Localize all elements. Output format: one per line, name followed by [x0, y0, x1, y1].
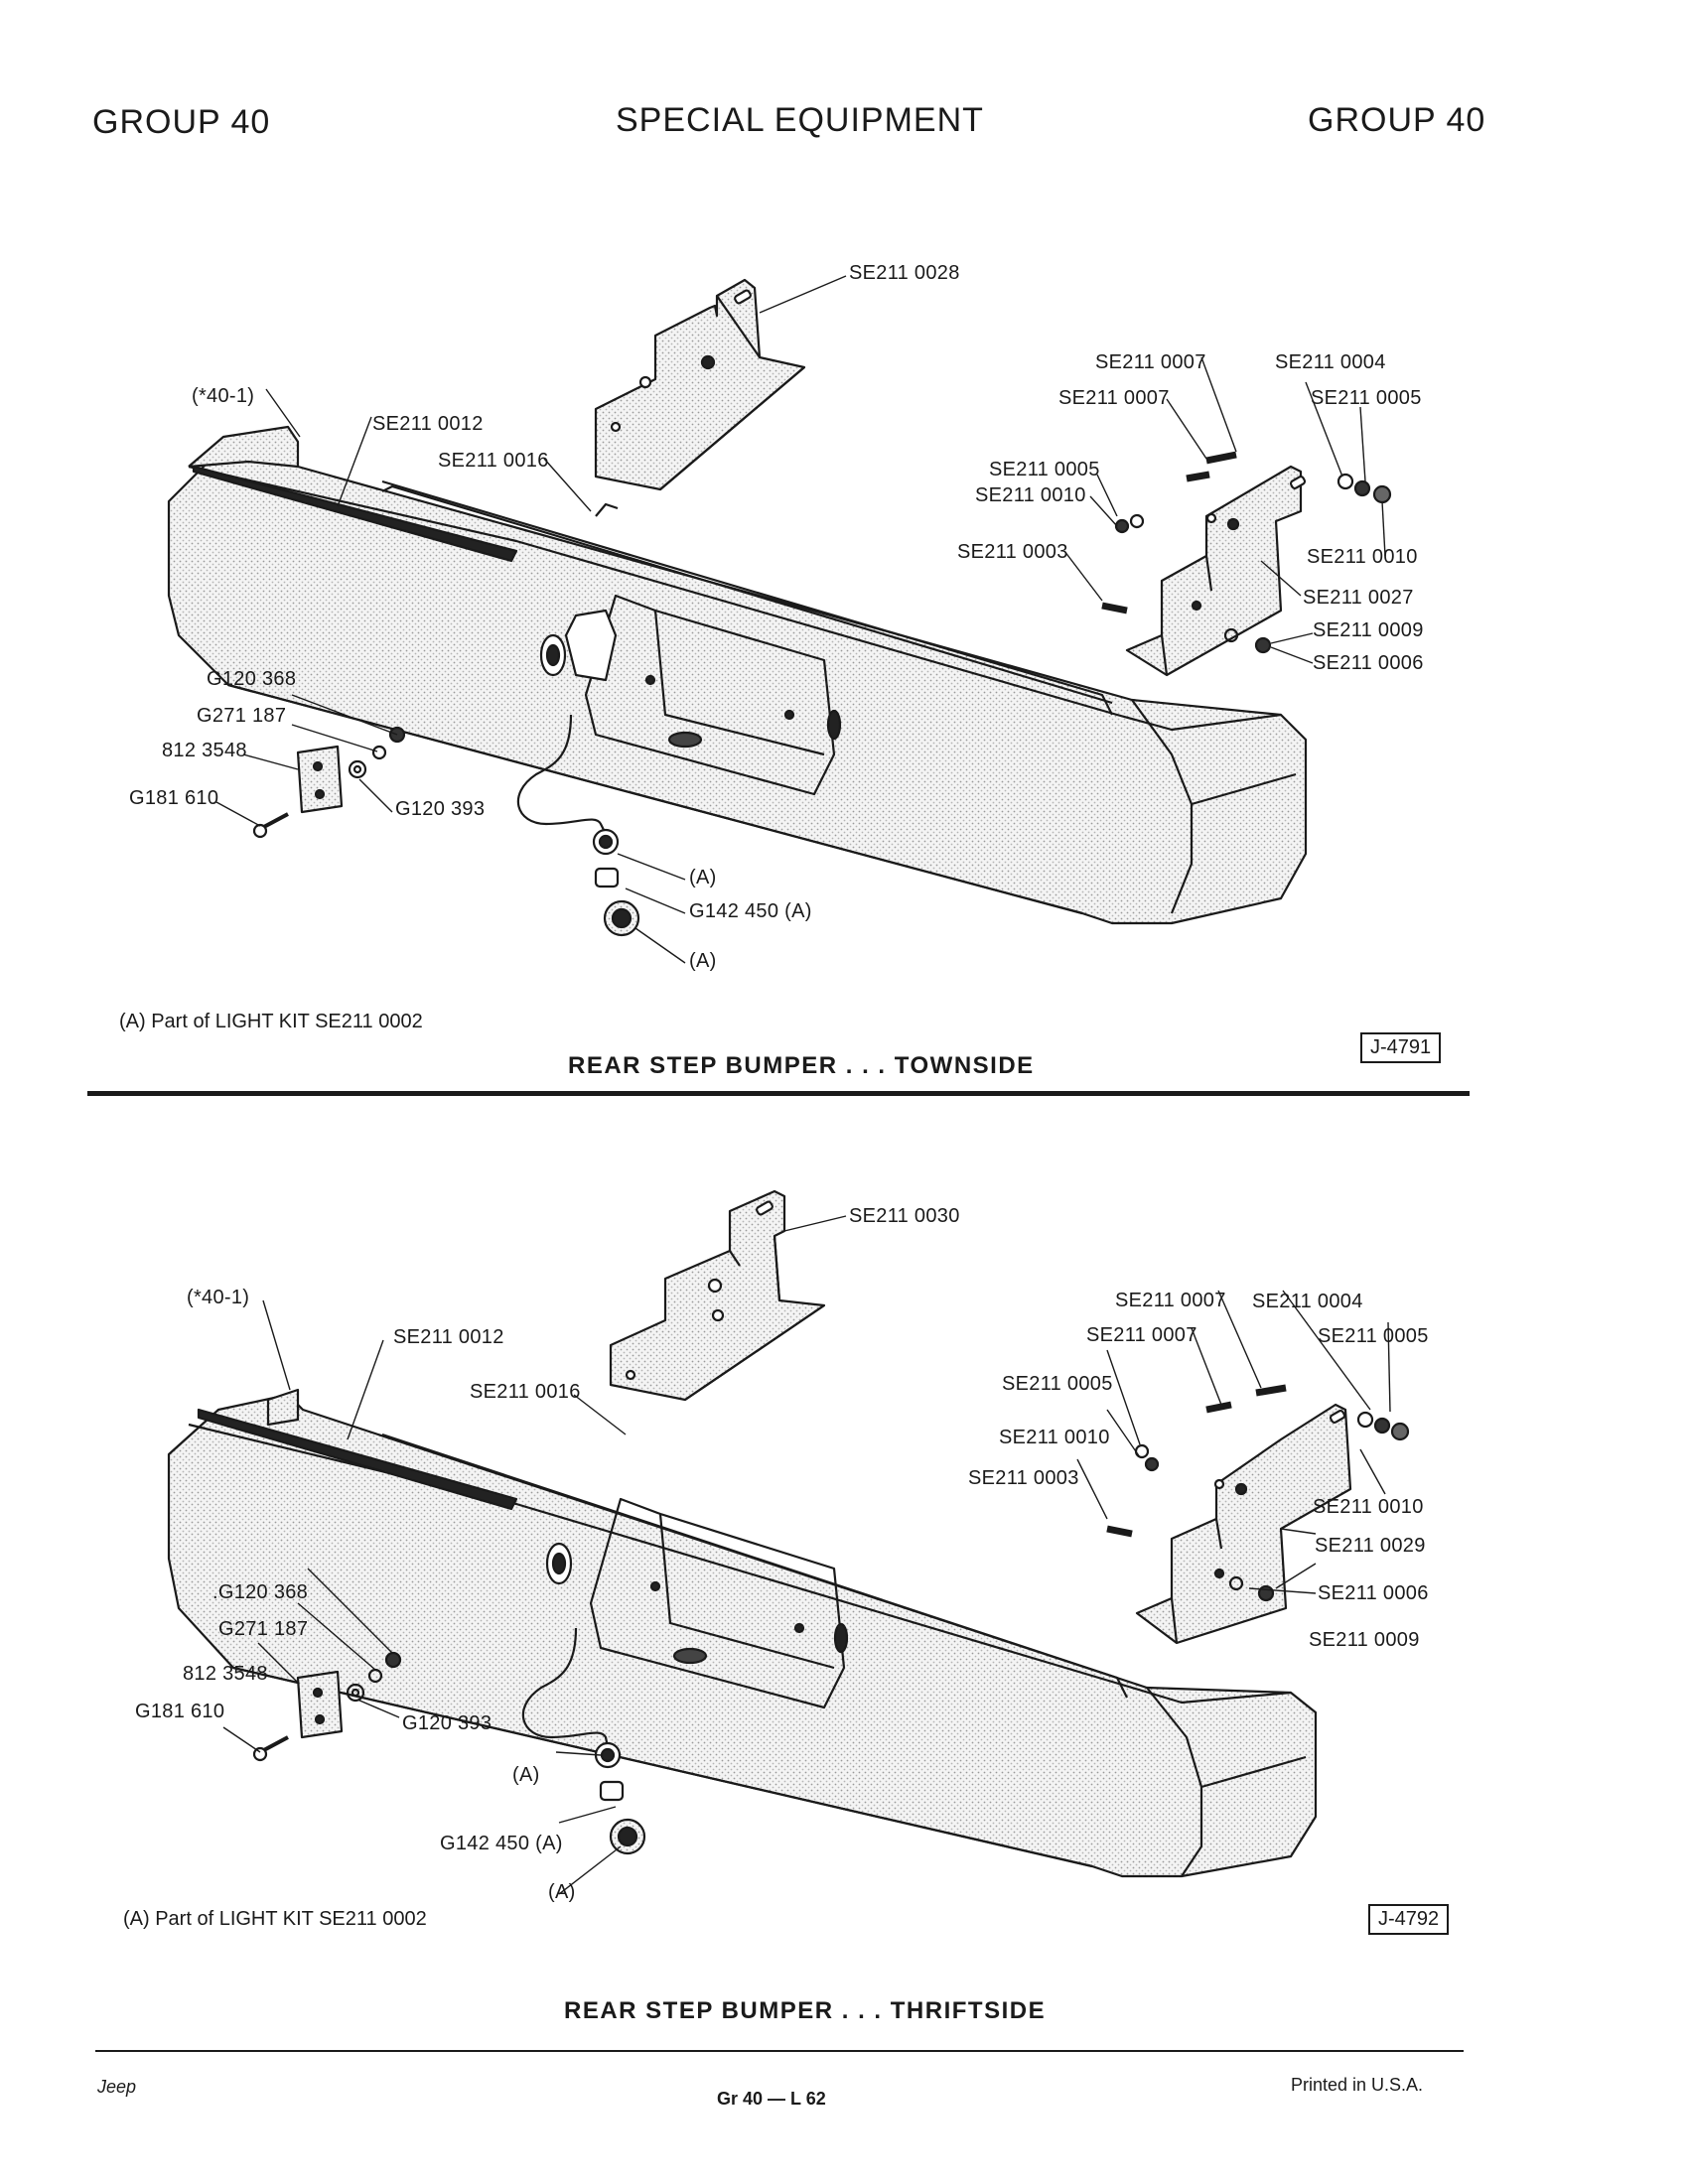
callout-se211-0016: SE211 0016	[470, 1381, 581, 1403]
callout-se211-0028: SE211 0028	[849, 262, 960, 284]
figure-ref-badge: J-4791	[1360, 1032, 1442, 1063]
callout-se211-0005-a: SE211 0005	[1318, 1325, 1429, 1347]
footer-divider	[95, 2050, 1464, 2052]
callout-se211-0007-b: SE211 0007	[1086, 1324, 1197, 1346]
footer-page-number: Gr 40 — L 62	[717, 2089, 826, 2109]
callout-a-2: (A)	[548, 1881, 576, 1903]
callout-se211-0006: SE211 0006	[1313, 652, 1424, 674]
callout-se211-0012: SE211 0012	[372, 413, 484, 435]
callout-se211-0007-b: SE211 0007	[1058, 387, 1170, 409]
callout-se211-0009: SE211 0009	[1309, 1629, 1420, 1651]
callout-se211-0012: SE211 0012	[393, 1326, 504, 1348]
header-group-left: GROUP 40	[92, 103, 271, 141]
callout-g120-393: G120 393	[395, 798, 486, 820]
figure-caption: REAR STEP BUMPER . . . THRIFTSIDE	[564, 1997, 1047, 2024]
callout-se211-0007-a: SE211 0007	[1095, 351, 1206, 373]
callout-g142-450: G142 450 (A)	[440, 1833, 563, 1854]
callout-40-1: (*40-1)	[187, 1287, 250, 1308]
callout-se211-0003: SE211 0003	[957, 541, 1068, 563]
callout-g120-368: .G120 368	[212, 1581, 309, 1603]
callout-se211-0005-a: SE211 0005	[1311, 387, 1422, 409]
light-kit-note: (A) Part of LIGHT KIT SE211 0002	[123, 1908, 427, 1930]
figure-caption: REAR STEP BUMPER . . . TOWNSIDE	[568, 1052, 1035, 1079]
callout-g181-610: G181 610	[135, 1701, 225, 1722]
callout-g271-187: G271 187	[197, 705, 287, 727]
callout-812-3548: 812 3548	[183, 1663, 268, 1685]
callout-se211-0030: SE211 0030	[849, 1205, 960, 1227]
callout-g142-450: G142 450 (A)	[689, 900, 812, 922]
thriftside-bumper-diagram	[167, 1189, 1410, 1895]
callout-se211-0009: SE211 0009	[1313, 619, 1424, 641]
callout-se211-0007-a: SE211 0007	[1115, 1290, 1226, 1311]
callout-se211-0005-b: SE211 0005	[989, 459, 1100, 480]
callout-se211-0016: SE211 0016	[438, 450, 549, 472]
callout-se211-0010-a: SE211 0010	[999, 1427, 1110, 1448]
callout-se211-0027: SE211 0027	[1303, 587, 1414, 609]
callout-se211-0010-b: SE211 0010	[1313, 1496, 1424, 1518]
header-title: SPECIAL EQUIPMENT	[616, 101, 984, 139]
townside-bumper-diagram	[167, 275, 1392, 964]
callout-se211-0004: SE211 0004	[1252, 1291, 1363, 1312]
figure-ref-badge: J-4792	[1368, 1904, 1450, 1935]
callout-a-1: (A)	[689, 867, 717, 888]
callout-se211-0005-b: SE211 0005	[1002, 1373, 1113, 1395]
light-kit-note: (A) Part of LIGHT KIT SE211 0002	[119, 1011, 423, 1032]
callout-812-3548: 812 3548	[162, 740, 247, 761]
callout-se211-0004: SE211 0004	[1275, 351, 1386, 373]
callout-g120-368: G120 368	[207, 668, 297, 690]
callout-se211-0003: SE211 0003	[968, 1467, 1079, 1489]
callout-a-1: (A)	[512, 1764, 540, 1786]
section-divider	[87, 1091, 1470, 1096]
callout-g120-393: G120 393	[402, 1712, 492, 1734]
callout-a-2: (A)	[689, 950, 717, 972]
callout-se211-0010-a: SE211 0010	[975, 484, 1086, 506]
callout-g271-187: G271 187	[218, 1618, 309, 1640]
header-group-right: GROUP 40	[1308, 101, 1486, 139]
callout-se211-0029: SE211 0029	[1315, 1535, 1426, 1557]
callout-g181-610: G181 610	[129, 787, 219, 809]
footer-brand: Jeep	[97, 2077, 137, 2097]
callout-se211-0010-b: SE211 0010	[1307, 546, 1418, 568]
callout-40-1: (*40-1)	[192, 385, 255, 407]
footer-printed: Printed in U.S.A.	[1291, 2075, 1424, 2095]
callout-se211-0006: SE211 0006	[1318, 1582, 1429, 1604]
